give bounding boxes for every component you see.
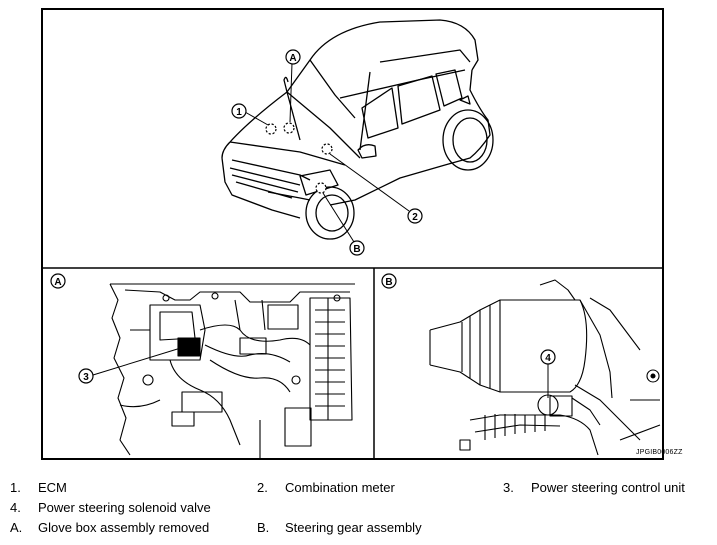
ecm-location-marker <box>265 123 277 135</box>
legend-num-3: 3. <box>503 480 514 495</box>
meter-location-marker <box>321 143 333 155</box>
legend-text-control-unit: Power steering control unit <box>531 480 685 495</box>
legend-text-solenoid-valve: Power steering solenoid valve <box>38 500 211 515</box>
legend-num-b: B. <box>257 520 270 535</box>
glovebox-location-marker <box>283 122 295 134</box>
legend-text-glove-box: Glove box assembly removed <box>38 520 210 535</box>
legend-num-4: 4. <box>10 500 21 515</box>
diagram-frame <box>41 8 664 460</box>
callout-3-label: 3 <box>83 372 89 383</box>
location-markers <box>265 122 333 194</box>
callout-A-label: A <box>289 53 296 64</box>
detail-a-drawing <box>109 283 355 458</box>
leader-line-3 <box>92 346 185 376</box>
callout-2-label: 2 <box>412 212 418 223</box>
callout-B-label: B <box>353 244 360 255</box>
steering-gear-location-marker <box>315 182 327 194</box>
vehicle-drawing <box>221 19 494 240</box>
legend-text-combination-meter: Combination meter <box>285 480 395 495</box>
callout-1-label: 1 <box>236 107 242 118</box>
detail-b-drawing <box>429 279 661 456</box>
legend-text-ecm: ECM <box>38 480 67 495</box>
callout-4-label: 4 <box>545 353 551 364</box>
detail-a-tag: A <box>54 277 61 288</box>
image-code: JPGIB0006ZZ <box>636 449 683 456</box>
detail-b-tag: B <box>385 277 392 288</box>
leader-lines <box>244 62 410 243</box>
callout-circles-top <box>231 49 423 256</box>
legend-num-a: A. <box>10 520 23 535</box>
legend-text-steering-gear: Steering gear assembly <box>285 520 422 535</box>
legend-num-2: 2. <box>257 480 268 495</box>
legend-num-1: 1. <box>10 480 21 495</box>
